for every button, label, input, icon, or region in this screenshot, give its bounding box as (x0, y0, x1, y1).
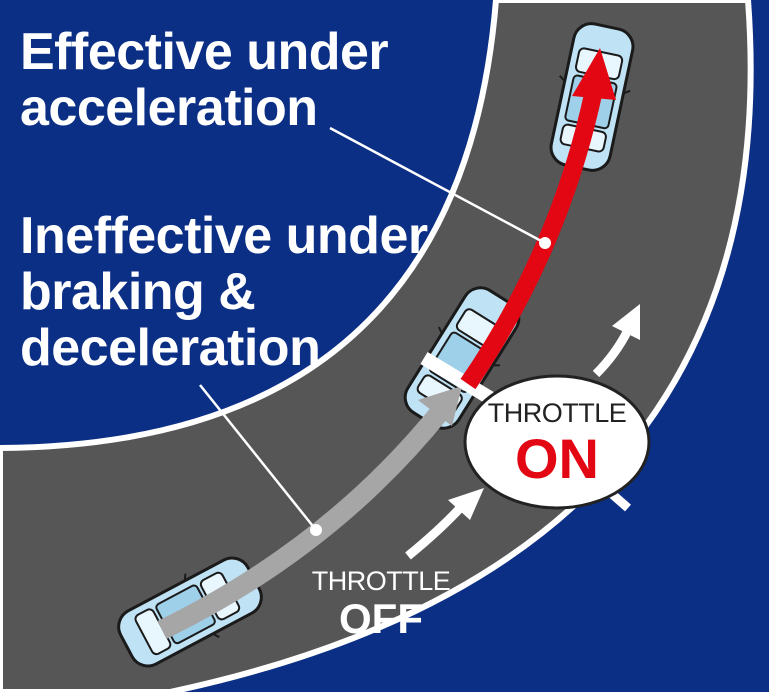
throttle-arrow-1 (405, 502, 466, 560)
throttle-on-big: ON (515, 426, 599, 490)
transition-marker (420, 352, 494, 404)
effective-label-line2: acceleration (20, 79, 318, 138)
effective-label: Effective under acceleration (20, 23, 389, 138)
throttle-off-small: THROTTLE (311, 566, 451, 596)
throttle-arrow-2 (592, 327, 633, 378)
ineffective-leader-dot (310, 524, 322, 536)
ineffective-label-line3: deceleration (20, 319, 321, 378)
ineffective-label-line1: Ineffective under (20, 207, 428, 265)
throttle-on-label: THROTTLE ON (466, 378, 648, 506)
effective-leader-dot (539, 237, 551, 249)
throttle-off-label: THROTTLE OFF (296, 566, 466, 641)
ineffective-label: Ineffective under braking & deceleration (20, 207, 428, 378)
effective-label-line1: Effective under (20, 23, 389, 81)
throttle-arrowhead-1 (448, 488, 484, 520)
throttle-on-bubble (463, 374, 651, 510)
deceleration-arrowhead (418, 386, 462, 426)
throttle-arrowhead-2 (612, 304, 640, 340)
ineffective-leader-line (199, 384, 317, 531)
throttle-arrow-3 (609, 490, 631, 512)
ineffective-label-line2: braking & (20, 263, 256, 322)
acceleration-arrowhead (572, 48, 616, 100)
effective-leader-line (329, 126, 546, 245)
throttle-off-big: OFF (339, 595, 423, 642)
throttle-on-small: THROTTLE (487, 397, 627, 428)
